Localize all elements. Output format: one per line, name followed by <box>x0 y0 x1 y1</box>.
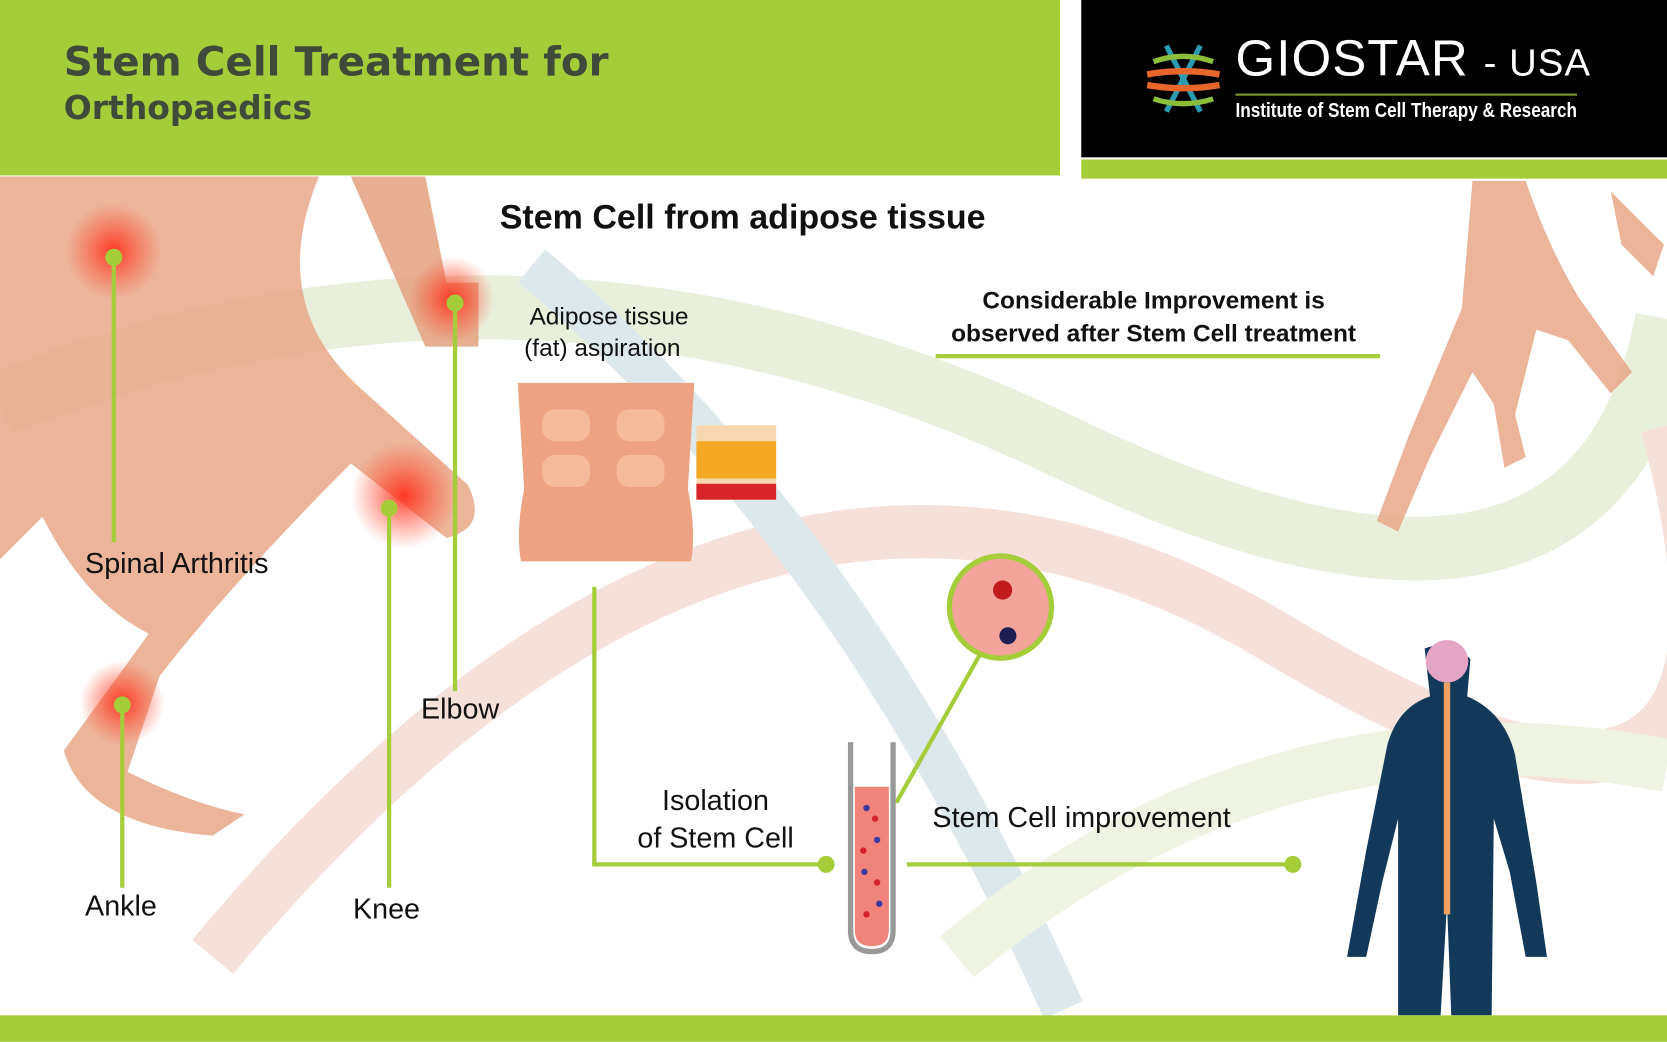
result-text: Considerable Improvement is observed aft… <box>914 284 1392 350</box>
runner-skeleton-figure <box>0 176 495 836</box>
footer-band <box>0 1015 1667 1042</box>
section-title: Stem Cell from adipose tissue <box>499 197 986 237</box>
label-spinal-arthritis: Spinal Arthritis <box>85 547 269 580</box>
running-figure <box>1376 180 1664 532</box>
brand-name: GIOSTAR- USA <box>1235 30 1592 88</box>
label-knee: Knee <box>352 893 421 925</box>
abdomen-illustration <box>517 382 777 562</box>
label-adipose-line2: (fat) aspiration <box>524 333 681 362</box>
dna-helix-icon <box>1146 44 1221 113</box>
giostar-logo: GIOSTAR- USA Institute of Stem Cell Ther… <box>1081 0 1667 158</box>
logo-accent-strip <box>1081 159 1667 179</box>
stem-cell-magnifier-icon <box>946 553 1055 661</box>
result-line2: observed after Stem Cell treatment <box>951 318 1357 347</box>
label-ankle: Ankle <box>85 889 157 922</box>
label-adipose-line1: Adipose tissue <box>529 301 689 330</box>
result-line1: Considerable Improvement is <box>982 286 1325 314</box>
result-underline <box>935 354 1381 359</box>
label-stem-cell-improvement: Stem Cell improvement <box>932 801 1231 834</box>
page-subtitle: Orthopaedics <box>63 89 313 128</box>
brand-subtitle: Institute of Stem Cell Therapy & Researc… <box>1235 93 1578 124</box>
page-title: Stem Cell Treatment for <box>63 38 609 86</box>
header-banner: Stem Cell Treatment for Orthopaedics <box>0 0 1061 176</box>
skin-layer-icon <box>696 425 777 500</box>
isolation-line1: Isolation <box>662 784 769 817</box>
test-tube-icon <box>847 742 896 955</box>
isolation-line2: of Stem Cell <box>637 821 794 854</box>
nervous-system-figure <box>1347 640 1547 1016</box>
label-elbow: Elbow <box>421 693 500 726</box>
label-isolation: Isolation of Stem Cell <box>609 783 822 857</box>
